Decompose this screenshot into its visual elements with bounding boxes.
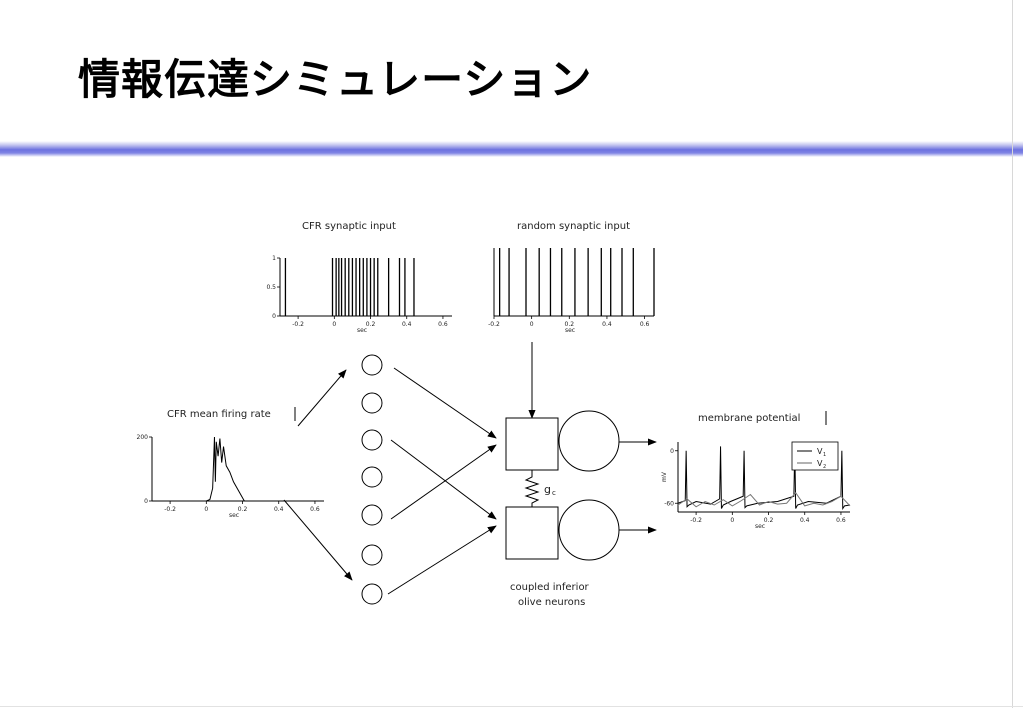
cfr-firing-rate-chart: -0.2 0 0.2 0.4 0.6 sec 0 200 [137,434,324,519]
input-neuron-7 [361,583,383,605]
arrow-n1-to-io1 [393,367,497,439]
membrane-potential-xtick-label: 0 [730,517,734,524]
input-neuron-1 [361,354,383,376]
coupling-label: g [544,483,551,496]
arrow-n7-to-io2 [387,525,497,595]
cfr-synaptic-input-ytick-label: 0 [272,313,276,320]
arrow-rate-to-bottom [283,499,353,581]
random-input-title: random synaptic input [517,221,630,232]
io-neuron-2-dendrite [505,506,559,560]
cfr-mean-firing-rate-xtick-label: 0.4 [274,506,284,513]
io-neuron-2-soma [558,499,620,561]
membrane-potential-xtick-label: 0.2 [764,517,774,524]
membrane-potential-xtick-label: 0.4 [800,517,810,524]
membrane-title: membrane potential [698,413,800,424]
membrane-potential-xtick-label: -0.2 [690,517,702,524]
cfr-synaptic-input-ytick-label: 1 [272,255,276,262]
random-synaptic-input-xtick-label: 0.4 [602,321,612,328]
cfr-synaptic-input-xtick-label: 0 [332,321,336,328]
coupled-neurons-caption-2: olive neurons [518,597,585,608]
title-divider [0,141,1023,157]
cfr-mean-firing-rate-xtick-label: 0.6 [310,506,320,513]
arrow-rate-to-top [297,369,347,427]
arrow-n3-to-io2 [390,439,497,520]
legend-v1-subscript: 1 [823,452,826,458]
slide-right-border [1012,0,1013,708]
membrane-legend: V 1 V 2 [791,441,839,471]
io-neuron-1-dendrite [505,417,559,471]
firing-rate-title: CFR mean firing rate [167,409,271,420]
membrane-potential-series-V2 [677,491,851,508]
slide-bottom-border [0,706,1023,707]
cfr-mean-firing-rate-xtick-label: 0.2 [238,506,248,513]
slide-title: 情報伝達シミュレーション [78,55,593,104]
cfr-input-title: CFR synaptic input [302,221,396,232]
cfr-synaptic-input-xtick-label: 0.2 [366,321,376,328]
membrane-potential-ylabel: mV [661,471,668,482]
membrane-potential-chart: -0.2 0 0.2 0.4 0.6 sec 0 -60 mV [661,442,851,530]
input-neuron-5 [361,504,383,526]
random-synaptic-input-xtick-label: 0 [530,321,534,328]
membrane-potential-xtick-label: 0.6 [836,517,846,524]
input-neuron-6 [361,544,383,566]
random-synaptic-input-xtick-label: 0.2 [565,321,575,328]
legend-v2-text: V [817,459,823,468]
input-neuron-2 [361,392,383,414]
random-synaptic-input-chart: -0.2 0 0.2 0.4 0.6 sec [488,248,655,334]
coupling-resistor [524,470,540,507]
membrane-legend-box [791,441,839,471]
cfr-synaptic-input-chart: -0.2 0 0.2 0.4 0.6 sec 0 0.5 1 [266,255,452,334]
io-neuron-1-soma [558,410,620,472]
cfr-mean-firing-rate-xlabel: sec [229,512,239,519]
cfr-synaptic-input-xtick-label: 0.4 [402,321,412,328]
membrane-potential-xlabel: sec [755,523,765,530]
legend-v2-subscript: 2 [823,464,826,470]
cfr-mean-firing-rate-line [152,436,324,502]
input-neuron-4 [361,466,383,488]
cfr-synaptic-input-xtick-label: -0.2 [292,321,304,328]
input-neuron-3 [361,429,383,451]
random-synaptic-input-xtick-label: -0.2 [488,321,500,328]
random-synaptic-input-xtick-label: 0.6 [640,321,650,328]
membrane-potential-ytick-label: -60 [664,500,674,507]
cfr-mean-firing-rate-ytick-label: 200 [137,434,149,441]
arrow-n5-to-io1 [390,444,497,520]
random-synaptic-input-xlabel: sec [565,327,575,334]
cfr-synaptic-input-xtick-label: 0.6 [438,321,448,328]
membrane-potential-series-V1 [677,446,851,511]
coupled-neurons-caption-1: coupled inferior [510,582,590,593]
coupling-subscript: c [552,489,556,497]
legend-v1-text: V [817,447,823,456]
cfr-synaptic-input-ytick-label: 0.5 [266,284,276,291]
membrane-potential-ytick-label: 0 [670,448,674,455]
cfr-mean-firing-rate-xtick-label: 0 [204,506,208,513]
cfr-mean-firing-rate-xtick-label: -0.2 [164,506,176,513]
cfr-synaptic-input-xlabel: sec [357,327,367,334]
cfr-mean-firing-rate-ytick-label: 0 [144,498,148,505]
